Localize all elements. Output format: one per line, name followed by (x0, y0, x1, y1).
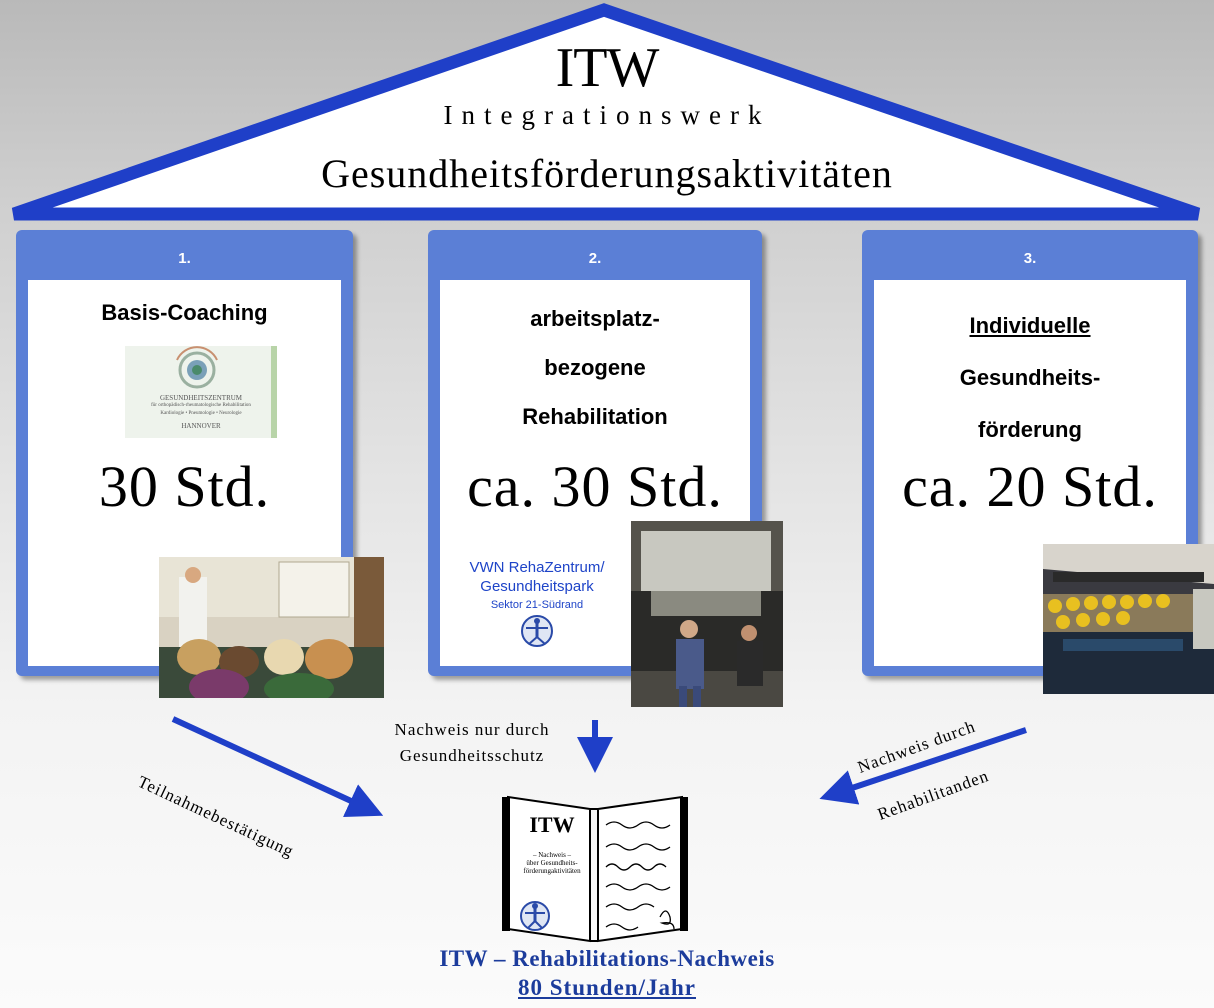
booklet-text-line: über Gesundheits- (526, 859, 578, 867)
pillar-title-line: Individuelle (969, 313, 1091, 338)
label-line: Gesundheitsschutz (399, 746, 545, 765)
logo-text-line: HANNOVER (181, 422, 221, 430)
gym-photo (1043, 544, 1214, 694)
vwn-line: VWN RehaZentrum/ (469, 559, 605, 576)
pillar-number: 1. (178, 250, 191, 267)
pillar-number: 3. (1023, 250, 1037, 267)
pillar-number: 2. (588, 250, 602, 267)
pillar-panel: arbeitsplatz- bezogene Rehabilitation ca… (440, 280, 750, 666)
roof-shape (11, 3, 1201, 221)
vwn-partner-text: VWN RehaZentrum/ Gesundheitspark Sektor … (452, 558, 622, 615)
workshop-photo (631, 521, 783, 707)
pillar-hours: ca. 20 Std. (902, 454, 1158, 519)
gesundheitszentrum-logo: GESUNDHEITSZENTRUM für orthopädisch-rheu… (125, 346, 277, 438)
label-line: Nachweis nur durch (394, 720, 550, 739)
pillar-title-line: arbeitsplatz- (530, 306, 660, 331)
footer-title: ITW – Rehabilitations-Nachweis (439, 946, 775, 971)
pillar-hours: ca. 30 Std. (467, 454, 723, 519)
arrows-layer (171, 716, 1027, 818)
vwn-line: Gesundheitspark (480, 578, 594, 595)
pillar-title: Basis-Coaching (101, 300, 268, 325)
pillar-title-line: Rehabilitation (522, 404, 668, 429)
booklet-title: ITW (529, 812, 575, 837)
booklet-text: – Nachweis – über Gesundheits- förderung… (512, 851, 592, 875)
header-subtitle: Integrationswerk (443, 100, 771, 130)
arrow-left (171, 716, 384, 818)
pillar-title-line: förderung (978, 417, 1082, 442)
booklet-drawing (502, 795, 688, 943)
vwn-line: Sektor 21-Südrand (490, 599, 584, 611)
booklet-text-line: – Nachweis – (532, 851, 572, 859)
vitruvian-logo-icon (521, 615, 553, 647)
logo-text-line: für orthopädisch-rheumatologische Rehabi… (151, 403, 251, 408)
logo-text-line: GESUNDHEITSZENTRUM (159, 394, 243, 402)
pillar-title: arbeitsplatz- bezogene Rehabilitation (440, 294, 750, 441)
booklet-text-line: förderungaktivitäten (523, 867, 581, 875)
arrow-center-label: Nachweis nur durch Gesundheitsschutz (372, 717, 572, 769)
pillar-hours: 30 Std. (98, 454, 271, 519)
pillar-title: Individuelle Gesundheits- förderung (874, 300, 1186, 456)
booklet-vitruvian-icon (520, 901, 550, 931)
footer-hours: 80 Stunden/Jahr (518, 975, 696, 1000)
header-title: ITW (555, 37, 660, 99)
logo-text-line: Kardiologie • Pneumologie • Neurologie (160, 411, 242, 416)
header-main-title: Gesundheitsförderungsaktivitäten (321, 151, 893, 196)
pillar-title-line: bezogene (544, 355, 646, 380)
arrow-right (819, 727, 1027, 805)
pillar-title-line: Gesundheits- (959, 365, 1101, 390)
seminar-photo (159, 557, 384, 698)
